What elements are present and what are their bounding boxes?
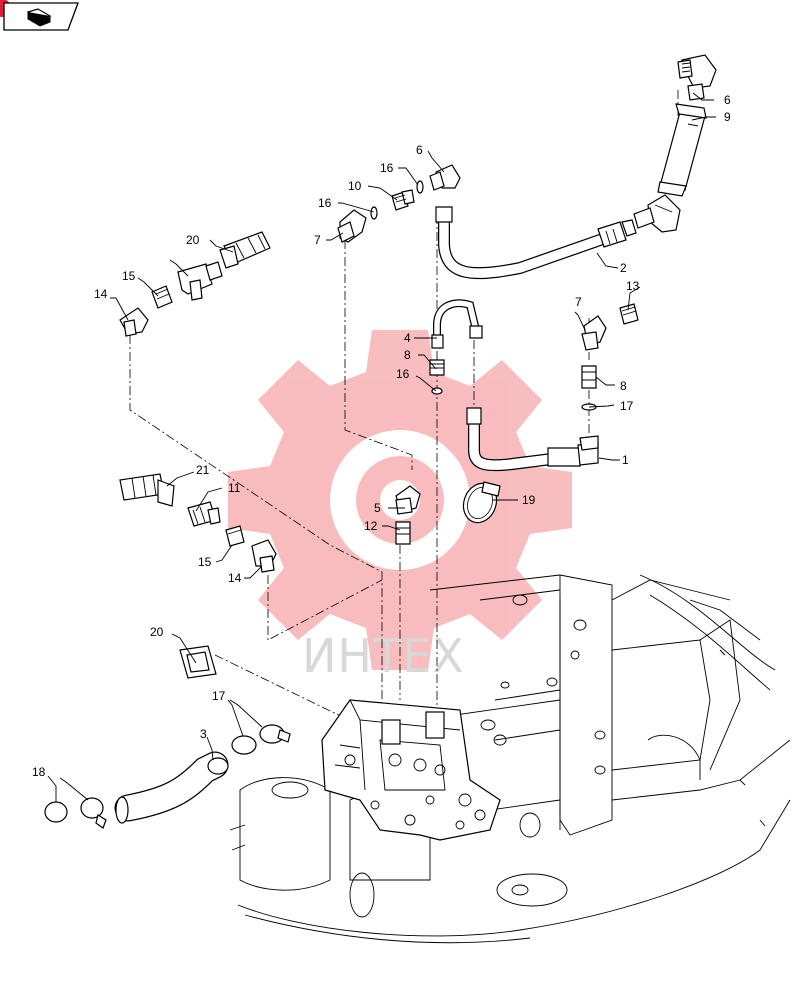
adapter-part-10 xyxy=(391,189,415,211)
check-valve-part-9 xyxy=(657,103,707,197)
callout-9: 9 xyxy=(724,110,731,124)
callout-18: 19 xyxy=(522,493,536,507)
adapter-part-8-a xyxy=(429,359,445,376)
tube-part-2 xyxy=(435,206,637,280)
clamp-part-17-upper xyxy=(231,724,291,755)
callout-17-lower: 18 xyxy=(32,765,46,779)
callout-6-mid: 6 xyxy=(416,143,423,157)
book-icon xyxy=(26,8,52,27)
callout-leaders xyxy=(47,92,716,802)
callout-15-lower: 15 xyxy=(198,555,212,569)
adapter-part-11 xyxy=(187,501,221,527)
adapter-part-12 xyxy=(395,521,411,545)
callout-7-left: 7 xyxy=(314,233,321,247)
tube-part-4 xyxy=(431,299,483,349)
hose-part-1 xyxy=(466,407,599,472)
callout-20-upper: 20 xyxy=(186,233,200,247)
callout-20-lower: 21 xyxy=(196,463,210,477)
elbow-fitting-part-14-b xyxy=(251,539,277,573)
adapter-part-13 xyxy=(619,303,639,325)
callout-16-right: 17 xyxy=(620,399,634,413)
elbow-fitting-part-6-mid xyxy=(429,164,461,191)
callout-8-left: 8 xyxy=(404,348,411,362)
callout-16-top: 16 xyxy=(380,161,394,175)
callout-2: 2 xyxy=(620,261,627,275)
callout-16-mid: 16 xyxy=(396,367,410,381)
elbow-fitting-part-6-upper xyxy=(677,54,717,101)
oring-part-16-b xyxy=(370,206,378,220)
adapter-part-15-a xyxy=(151,285,173,309)
adapter-part-15-b xyxy=(225,525,245,547)
callout-5: 5 xyxy=(374,501,381,515)
clamp-part-17-lower xyxy=(44,797,107,829)
tee-fitting-near-9 xyxy=(633,194,681,233)
watermark-text: ИНТЕХ xyxy=(302,629,465,683)
oring-part-16-a xyxy=(416,180,424,194)
tee-fitting-part-21 xyxy=(177,261,223,301)
callout-15-upper: 15 xyxy=(122,269,136,283)
control-valve-assembly xyxy=(321,699,501,841)
callout-1: 1 xyxy=(622,453,629,467)
callout-13: 13 xyxy=(626,279,640,293)
elbow-fitting-part-7-a xyxy=(337,209,367,243)
clamp-part-18 xyxy=(462,481,501,524)
callout-7-right: 7 xyxy=(575,295,582,309)
hose-part-3 xyxy=(114,751,229,824)
grommet-part-19 xyxy=(179,645,217,679)
callout-14-upper: 14 xyxy=(94,287,108,301)
elbow-fitting-part-5 xyxy=(395,485,421,515)
callout-19: 20 xyxy=(150,625,164,639)
callout-3: 3 xyxy=(200,727,207,741)
adapter-part-8-b xyxy=(581,365,597,389)
callout-8-right: 8 xyxy=(620,379,627,393)
elbow-fitting-part-7-b xyxy=(581,315,607,351)
callout-11: 11 xyxy=(228,481,241,495)
hose-barb-part-20-a xyxy=(219,231,271,269)
callout-14-lower: 14 xyxy=(228,571,242,585)
callout-12: 12 xyxy=(364,519,378,533)
machine-frame xyxy=(229,574,791,944)
callout-6-upper: 6 xyxy=(724,93,731,107)
callout-4: 4 xyxy=(404,331,411,345)
callout-16-left: 16 xyxy=(318,196,332,210)
elbow-fitting-part-14-a xyxy=(119,307,149,337)
corner-badge[interactable] xyxy=(0,0,79,31)
callout-17-upper: 17 xyxy=(212,689,226,703)
callout-10: 10 xyxy=(348,179,362,193)
callout-labels: 1 2 3 4 5 6 6 7 7 8 8 9 10 11 12 13 14 1… xyxy=(32,93,731,779)
hose-barb-part-20-b xyxy=(119,473,175,507)
